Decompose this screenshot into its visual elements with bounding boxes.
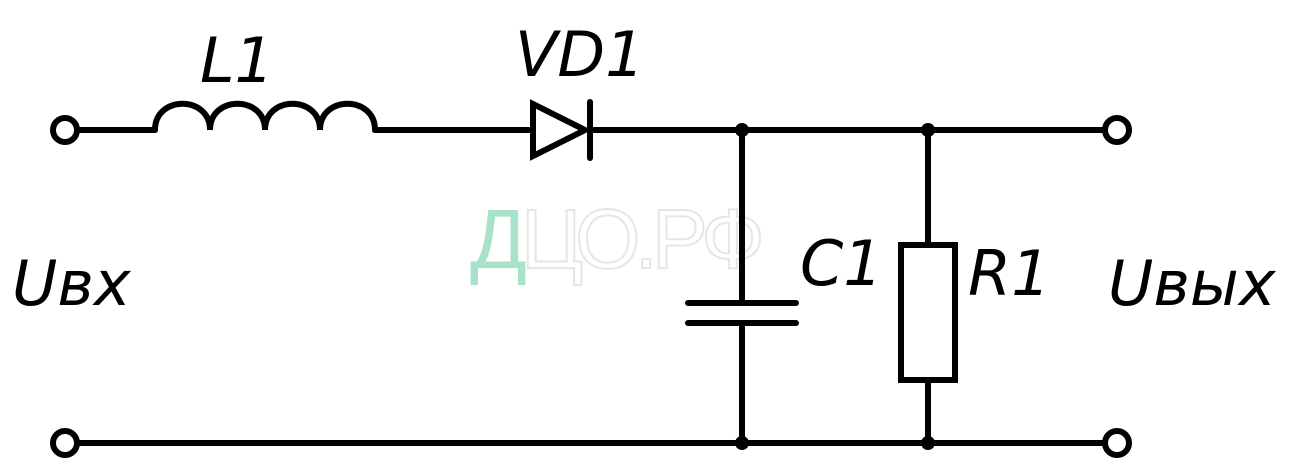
label-l1: L1 <box>200 24 274 97</box>
watermark-first: Д <box>470 192 526 286</box>
resistor-r1 <box>898 127 958 446</box>
input-terminal-top <box>50 115 80 145</box>
svg-text:ДЦО.РФ: ДЦО.РФ <box>470 192 761 286</box>
watermark: ДЦО.РФ <box>470 191 768 287</box>
label-c1: C1 <box>800 227 883 300</box>
label-vd1: VD1 <box>515 18 645 91</box>
inductor-l1 <box>152 100 378 133</box>
output-terminal-bottom <box>1102 428 1132 458</box>
label-r1: R1 <box>968 237 1051 310</box>
junction-dots <box>735 123 935 450</box>
diode-vd1 <box>530 99 593 161</box>
label-input-voltage: Uвх <box>12 247 132 320</box>
watermark-rest: ЦО.РФ <box>521 192 761 286</box>
capacitor-c1 <box>685 127 799 446</box>
label-output-voltage: Uвых <box>1108 247 1277 320</box>
output-terminal-top <box>1102 115 1132 145</box>
input-terminal-bottom <box>50 428 80 458</box>
